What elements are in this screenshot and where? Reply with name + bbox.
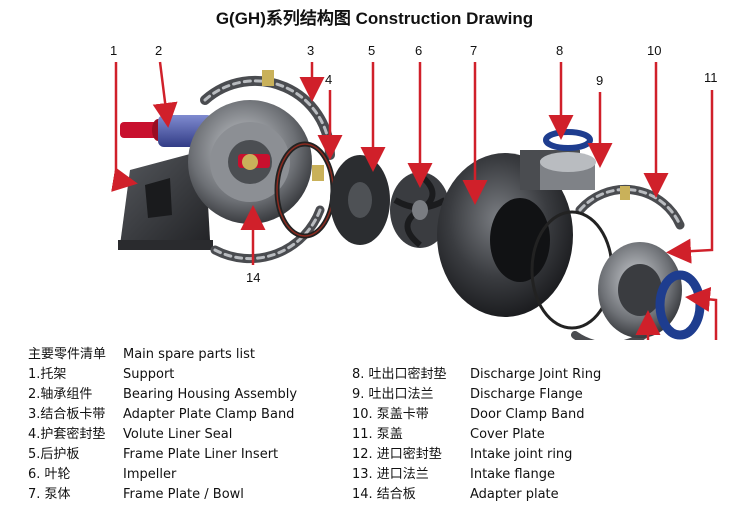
callout-14: 14 (246, 270, 260, 285)
part-14-cn: 14. 结合板 (352, 487, 416, 502)
part-12-cn: 12. 进口密封垫 (352, 447, 442, 462)
part-6-cn: 6. 叶轮 (28, 467, 71, 482)
part-5-en: Frame Plate Liner Insert (123, 447, 279, 462)
parts-list-header-cn: 主要零件清单 (28, 347, 107, 362)
part-11-cn: 11. 泵盖 (352, 427, 403, 442)
leader-lines (111, 61, 718, 340)
liner-insert-icon (330, 155, 390, 245)
part-2-cn: 2.轴承组件 (28, 387, 93, 402)
part-6-en: Impeller (123, 467, 177, 482)
callout-1: 1 (110, 43, 117, 58)
part-10-en: Door Clamp Band (470, 407, 585, 422)
part-13-cn: 13. 进口法兰 (352, 467, 429, 482)
callout-3: 3 (307, 43, 314, 58)
clamp-band-icon (200, 70, 335, 264)
callout-5: 5 (368, 43, 375, 58)
part-13-en: Intake flange (470, 467, 555, 482)
part-9-cn: 9. 吐出口法兰 (352, 387, 434, 402)
callout-9: 9 (596, 73, 603, 88)
part-7-en: Frame Plate / Bowl (123, 487, 244, 502)
part-11-en: Cover Plate (470, 427, 545, 442)
callout-11: 11 (704, 70, 718, 85)
callout-10: 10 (647, 43, 661, 58)
part-1-cn: 1.托架 (28, 367, 67, 382)
part-1-en: Support (123, 367, 175, 382)
part-3-cn: 3.结合板卡带 (28, 407, 106, 422)
part-12-en: Intake joint ring (470, 447, 573, 462)
callout-7: 7 (470, 43, 477, 58)
part-4-cn: 4.护套密封垫 (28, 427, 106, 442)
construction-drawing: 1 2 3 4 5 6 7 8 9 10 11 12 13 14 (110, 43, 718, 340)
callout-numbers: 1 2 3 4 5 6 7 8 9 10 11 12 13 14 (110, 43, 718, 285)
callout-2: 2 (155, 43, 162, 58)
adapter-plate-icon (188, 100, 312, 224)
part-8-en: Discharge Joint Ring (470, 367, 602, 382)
cover-plate-icon (530, 210, 705, 340)
part-2-en: Bearing Housing Assembly (123, 387, 298, 402)
part-7-cn: 7. 泵体 (28, 487, 71, 502)
part-8-cn: 8. 吐出口密封垫 (352, 367, 447, 382)
callout-4: 4 (325, 72, 332, 87)
parts-list-header-en: Main spare parts list (123, 347, 256, 362)
part-9-en: Discharge Flange (470, 387, 583, 402)
pump-support-icon (118, 150, 213, 250)
part-10-cn: 10. 泵盖卡带 (352, 407, 429, 422)
part-4-en: Volute Liner Seal (123, 427, 233, 442)
part-3-en: Adapter Plate Clamp Band (123, 407, 295, 422)
callout-8: 8 (556, 43, 563, 58)
page-title: G(GH)系列结构图 Construction Drawing (215, 9, 534, 28)
callout-6: 6 (415, 43, 422, 58)
part-14-en: Adapter plate (470, 487, 559, 502)
flange-icon (540, 129, 596, 190)
part-5-cn: 5.后护板 (28, 447, 80, 462)
